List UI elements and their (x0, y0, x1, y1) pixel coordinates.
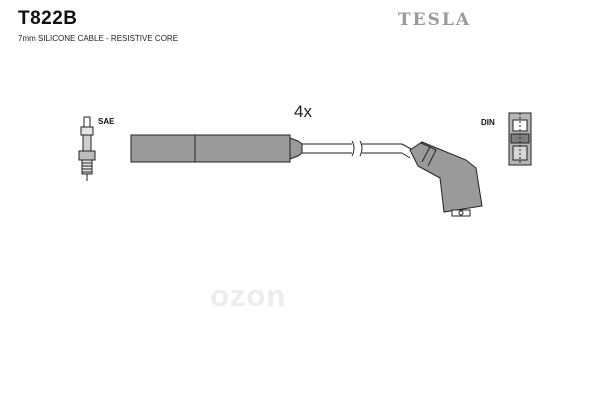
quantity-label: 4x (294, 102, 312, 121)
din-connector-label: DIN (481, 118, 495, 127)
angled-boot-icon (409, 141, 483, 217)
spark-plug-icon (78, 116, 96, 181)
din-terminal-icon (508, 112, 532, 166)
brand-logo: TESLA (398, 10, 472, 30)
part-number: T822B (18, 8, 78, 29)
ozon-watermark: ozon (210, 278, 287, 313)
cable-line (302, 140, 414, 159)
sae-connector-label: SAE (98, 117, 115, 126)
cable-description: 7mm SILICONE CABLE - RESISTIVE CORE (18, 34, 179, 43)
straight-boot-icon (130, 134, 303, 163)
